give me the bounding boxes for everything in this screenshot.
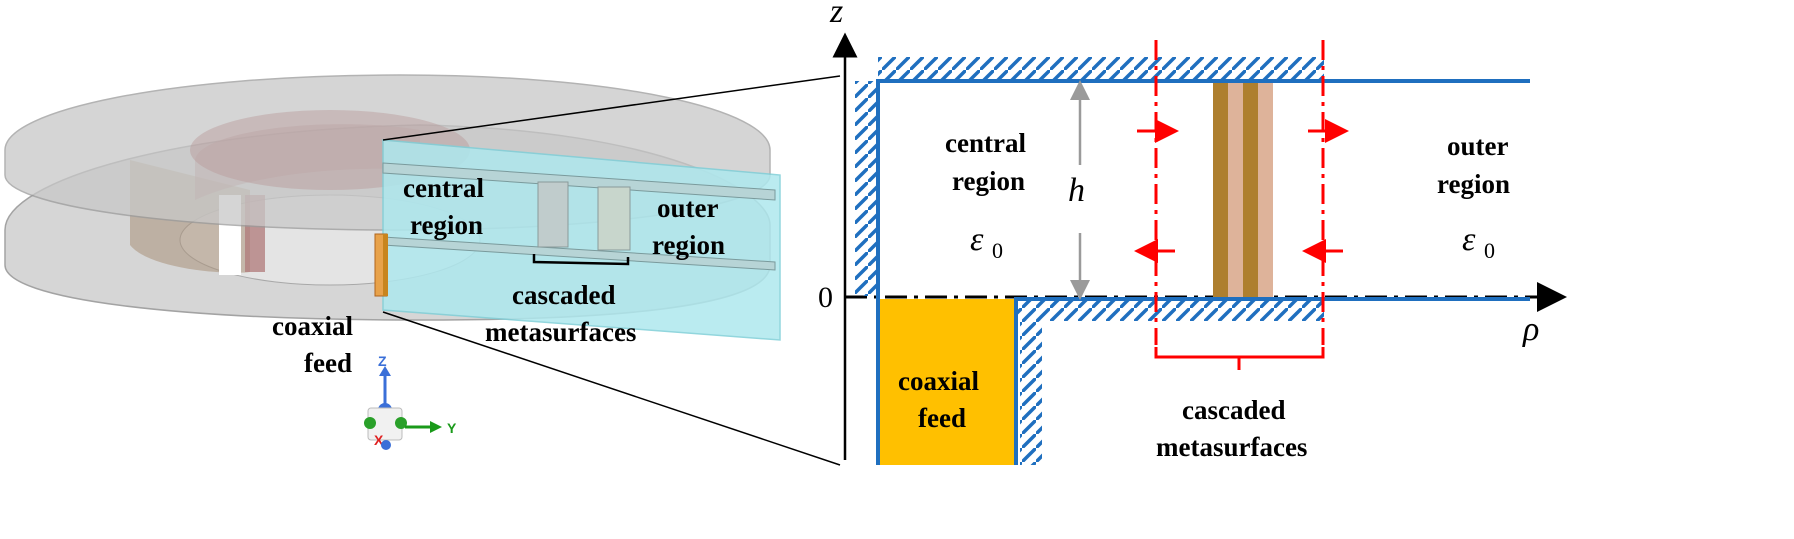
permittivity-outer: ε [1462,221,1476,258]
port-arrows [1134,119,1349,263]
cascaded-metasurface-slabs [1213,83,1273,297]
label-outer-region-3d: outer [657,193,718,223]
label-metasurfaces: metasurfaces [1156,432,1307,462]
label-outer: outer [1447,131,1508,161]
label-region-central: region [952,166,1025,196]
label-feed: feed [918,403,966,433]
rho-axis-label: ρ [1522,311,1539,348]
triad-x-label: X [374,432,384,448]
triad-y-label: Y [447,420,457,436]
label-cascaded: cascaded [1182,395,1286,425]
model-3d-view: central region outer region cascaded met… [4,74,841,466]
label-central-region-3d-2: region [410,210,483,240]
bottom-plate [1014,297,1530,465]
plate-top [382,162,776,201]
label-cascaded-3d: cascaded [512,280,616,310]
permittivity-central: ε [970,221,984,258]
label-coaxial-3d: coaxial [272,311,353,341]
label-metasurfaces-3d: metasurfaces [485,317,636,347]
feed-outer-hatch [1020,320,1042,465]
zoom-line-top [382,75,841,141]
coordinate-triad: Z Y X [364,353,457,450]
bottom-plate-hatch [1016,299,1324,321]
coaxial-feed-block [880,299,1014,465]
cut-metasurface-2 [597,186,631,251]
permittivity-outer-sub: 0 [1484,238,1495,263]
left-wall-hatch [855,81,877,296]
label-central: central [945,128,1026,158]
label-coaxial-feed: coaxial [898,366,979,396]
top-plate [876,79,1530,465]
triad-z-label: Z [378,353,387,369]
label-feed-3d: feed [304,348,352,378]
metasurface-bracket [1154,347,1325,370]
top-plate-hatch [878,57,1324,81]
coax-feed-3d-pin [383,234,388,296]
label-central-region-3d: central [403,173,484,203]
cross-section-view: z ρ 0 coaxial feed h [818,0,1567,465]
metasurface-bracket-3d [532,254,630,266]
z-axis-label: z [829,0,843,30]
label-outer-region-3d-2: region [652,230,725,260]
height-symbol: h [1068,172,1085,209]
cut-metasurface-1 [537,181,569,248]
permittivity-central-sub: 0 [992,238,1003,263]
zoom-line-bottom [382,311,841,466]
origin-label: 0 [818,281,833,314]
label-region-outer: region [1437,169,1510,199]
